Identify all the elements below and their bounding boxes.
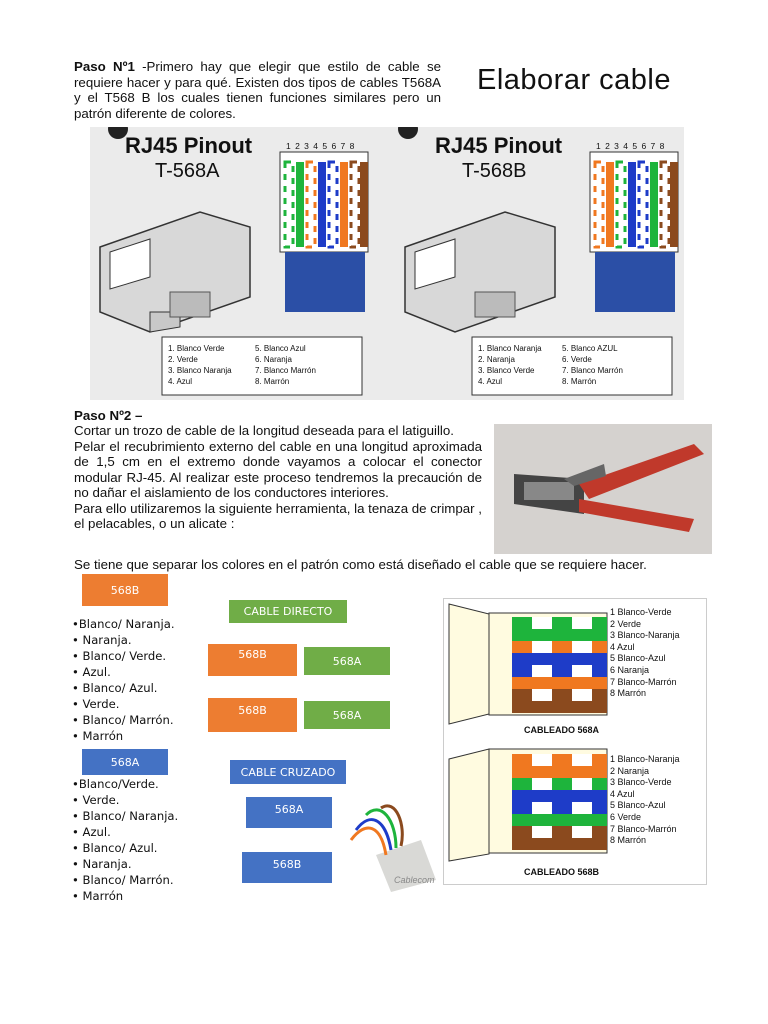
step1-paragraph: Paso Nº1 -Primero hay que elegir que est… — [74, 59, 441, 121]
list-item: • Blanco/ Marrón. — [72, 873, 174, 887]
direct-row2-568b: 568B — [208, 698, 297, 732]
list-568a-header: 568A — [82, 749, 168, 775]
step1-text: -Primero hay que elegir que estilo de ca… — [74, 59, 441, 121]
list-item: • Naranja. — [72, 857, 132, 871]
cable-photo: Cablecom — [346, 800, 436, 892]
separate-text: Se tiene que separar los colores en el p… — [74, 557, 647, 572]
list-item: • Verde. — [72, 793, 120, 807]
list-item: • Naranja. — [72, 633, 132, 647]
direct-row1-568b: 568B — [208, 644, 297, 676]
crossed-bottom-568b: 568B — [242, 852, 332, 883]
direct-row1-568a: 568A — [304, 647, 390, 675]
list-item: • Azul. — [72, 665, 111, 679]
list-item: • Blanco/ Naranja. — [72, 809, 179, 823]
rj45-pinout-diagram — [99, 119, 679, 396]
list-item: •Blanco/Verde. — [72, 777, 159, 791]
step1-label: Paso Nº1 — [74, 59, 135, 74]
list-item: • Blanco/ Azul. — [72, 841, 158, 855]
rj45-plug-right-icon — [404, 211, 556, 333]
pinout-left-pins: 1 2 3 4 5 6 7 8 — [286, 141, 356, 151]
crimper-icon — [514, 444, 704, 532]
list-item: • Azul. — [72, 825, 111, 839]
step2-paragraph: Cortar un trozo de cable de la longitud … — [74, 423, 482, 532]
crossed-top-568a: 568A — [246, 797, 332, 828]
connector-568b-icon — [589, 151, 679, 312]
list-item: • Verde. — [72, 697, 120, 711]
pinout-left-title: RJ45 Pinout — [125, 133, 253, 158]
list-item: • Blanco/ Marrón. — [72, 713, 174, 727]
list-item: •Blanco/ Naranja. — [72, 617, 175, 631]
step2-line-2: Pelar el recubrimiento externo del cable… — [74, 438, 482, 501]
step2-label: Paso Nº2 – — [74, 408, 143, 423]
list-568b-header: 568B — [82, 574, 168, 606]
pinout-right-pins: 1 2 3 4 5 6 7 8 — [596, 141, 666, 151]
list-item: • Blanco/ Azul. — [72, 681, 158, 695]
crimping-tool-photo — [494, 424, 712, 554]
wiring-568a-caption: CABLEADO 568A — [524, 725, 600, 735]
direct-row2-568a: 568A — [304, 701, 390, 729]
page-title: Elaborar cable — [477, 64, 671, 96]
connector-568a-icon — [279, 151, 369, 312]
list-item: • Marrón — [72, 889, 124, 903]
crossed-cable-title: CABLE CRUZADO — [230, 760, 346, 784]
rj45-plug-left-icon — [99, 211, 251, 333]
direct-cable-title: CABLE DIRECTO — [229, 600, 347, 623]
cable-photo-logo: Cablecom — [394, 875, 435, 885]
pinout-right-standard: T-568B — [462, 160, 527, 182]
pinout-left-standard: T-568A — [155, 160, 220, 182]
pinout-right-title: RJ45 Pinout — [435, 133, 563, 158]
list-568b: •Blanco/ Naranja. • Naranja. • Blanco/ V… — [72, 616, 175, 744]
list-item: • Blanco/ Verde. — [72, 649, 167, 663]
step2-line-1: Cortar un trozo de cable de la longitud … — [74, 423, 454, 438]
rj45-pinout-image: RJ45 Pinout T-568A 1 2 3 4 5 6 7 8 RJ45 … — [90, 119, 684, 400]
list-item: • Marrón — [72, 729, 124, 743]
step2-line-3: Para ello utilizaremos la siguiente herr… — [74, 500, 482, 532]
wiring-568a-568b-diagram — [448, 603, 608, 862]
utp-cable-icon — [349, 804, 436, 892]
wiring-568b-caption: CABLEADO 568B — [524, 867, 600, 877]
list-568a: •Blanco/Verde. • Verde. • Blanco/ Naranj… — [72, 776, 178, 904]
